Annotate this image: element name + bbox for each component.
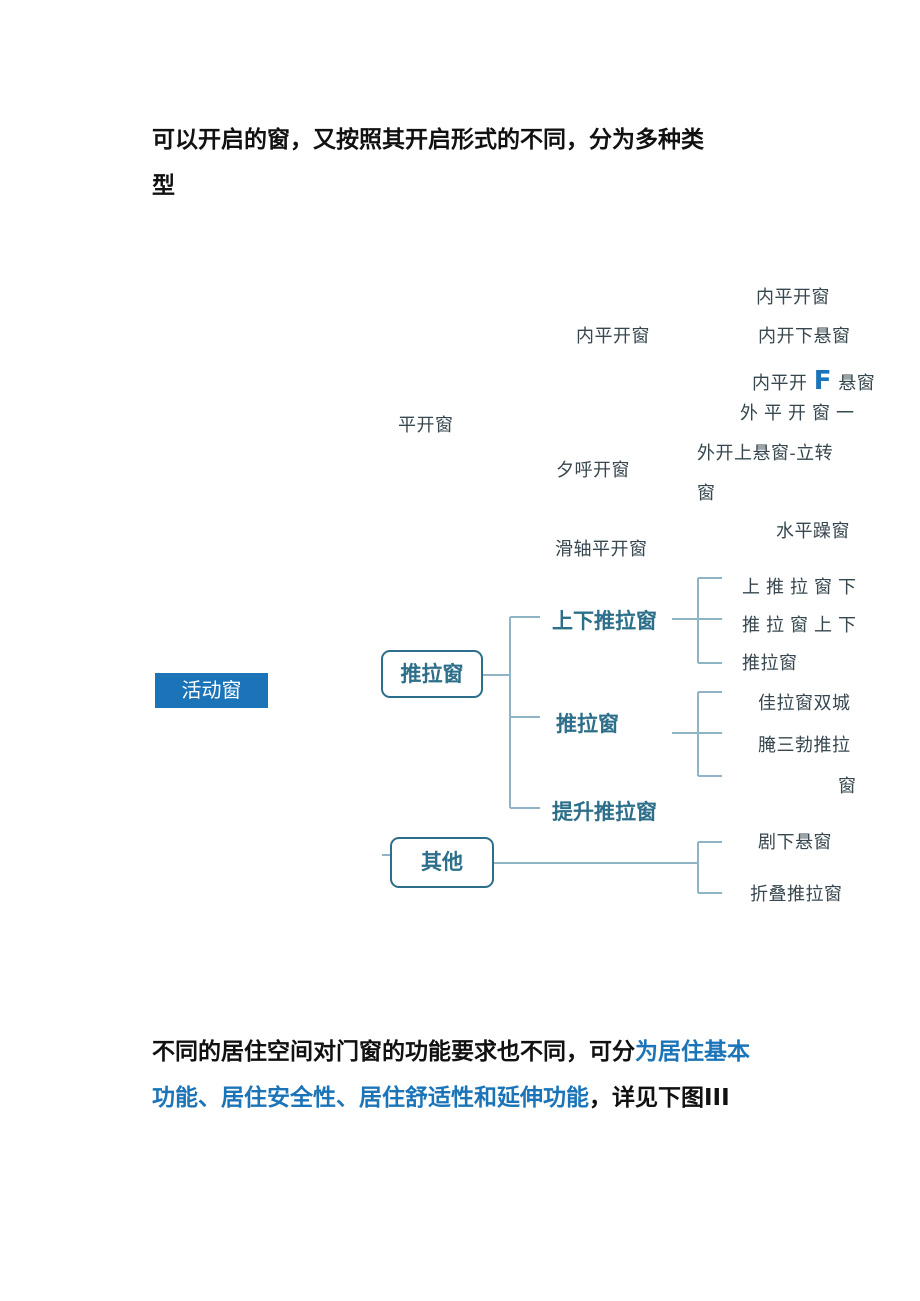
intro-paragraph: 可以开启的窗，又按照其开启形式的不同，分为多种类 型 [152,117,752,209]
node-lift-sliding: 提升推拉窗 [552,800,657,824]
node-horizontal-sliding: 推拉窗 [556,712,619,736]
outro-text-after: ，详见下图III [589,1085,730,1111]
outro-highlight: 为居住基本功能、居住安全性、居住舒适性和延伸功能 [152,1039,750,1111]
leaf-vertical-sliding-1: 上推拉窗下 [742,577,862,598]
root-node-active-window: 活动窗 [155,673,268,708]
outro-paragraph: 不同的居住空间对门窗的功能要求也不同，可分为居住基本功能、居住安全性、居住舒适性… [152,1029,752,1121]
leaf-inward-bottom-hung: 内开下悬窗 [758,326,851,347]
leaf-horizontal-sliding-3: 窗 [838,776,857,797]
leaf-outward-top-hung-pivot: 外开上悬窗-立转 [697,443,834,464]
leaf-vertical-sliding-2: 推拉窗上下 [742,615,862,636]
leaf-other-1: 剧下悬窗 [758,832,832,853]
outro-text-before: 不同的居住空间对门窗的功能要求也不同，可分 [152,1039,635,1065]
leaf-inward-tilt-turn-part2: 悬窗 [838,373,876,394]
node-other: 其他 [390,837,494,888]
leaf-horizontal-sliding-2: 腌三勃推拉 [758,735,851,756]
intro-line-2: 型 [152,173,175,199]
leaf-other-2: 折叠推拉窗 [750,884,843,905]
intro-line-1: 可以开启的窗，又按照其开启形式的不同，分为多种类 [152,127,704,153]
leaf-inward-tilt-turn-f: F [813,366,832,396]
leaf-horizontal-sliding-1: 佳拉窗双城 [758,693,851,714]
node-casement: 平开窗 [398,415,454,436]
leaf-outward-casement: 外平开窗一 [740,403,860,424]
leaf-inward-tilt-turn: 内平开 F 悬窗 [752,366,875,396]
node-outward-casement: 夕呼开窗 [556,460,630,481]
node-vertical-sliding: 上下推拉窗 [552,609,657,633]
node-inward-casement: 内平开窗 [576,326,650,347]
leaf-horizontal-pivot: 水平躁窗 [776,521,850,542]
leaf-inward-tilt-turn-part1: 内平开 [752,373,808,394]
leaf-outward-top-hung-pivot-cont: 窗 [697,483,716,504]
node-sliding: 推拉窗 [381,650,483,698]
node-sliding-hinge-casement: 滑轴平开窗 [555,539,648,560]
leaf-inward-casement: 内平开窗 [756,287,830,308]
leaf-vertical-sliding-3: 推拉窗 [742,653,798,674]
